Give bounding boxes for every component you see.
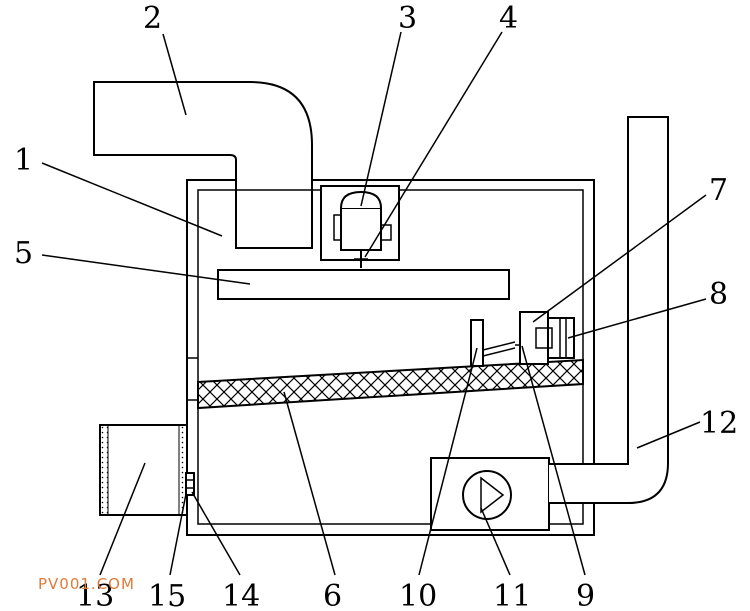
label-10: 10	[399, 579, 437, 611]
label-15: 15	[148, 579, 186, 611]
label-13: 13	[76, 579, 114, 611]
leader-lines	[41, 31, 707, 576]
label-9: 9	[576, 579, 595, 611]
motor-assembly	[320, 185, 400, 268]
part-labels: 1 2 3 4 5 6 7 8 9 10 11 12 13 15 14	[14, 1, 738, 611]
label-8: 8	[709, 277, 728, 312]
collection-box	[99, 424, 195, 516]
plate	[217, 269, 510, 300]
inlet-pipe	[93, 81, 313, 249]
label-4: 4	[499, 1, 518, 36]
watermark-text: PV001.COM	[38, 575, 135, 593]
baffle	[470, 319, 484, 367]
label-2: 2	[143, 1, 162, 36]
fan-assembly	[430, 457, 550, 531]
label-1: 1	[14, 143, 33, 178]
label-12: 12	[700, 406, 738, 441]
label-6: 6	[323, 579, 342, 611]
outlet-pipe	[549, 116, 669, 504]
label-14: 14	[222, 579, 260, 611]
vibration-motor	[515, 311, 575, 365]
label-5: 5	[14, 236, 33, 271]
label-3: 3	[398, 1, 417, 36]
label-7: 7	[709, 173, 728, 208]
filter-screen	[197, 358, 584, 410]
label-11: 11	[493, 579, 531, 611]
